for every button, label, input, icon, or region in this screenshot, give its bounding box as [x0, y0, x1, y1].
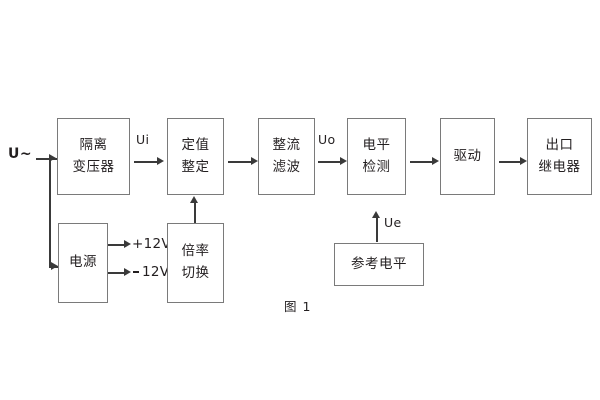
block-line-1: 整流 — [272, 136, 301, 153]
wire-setpoint-to-rectifier — [228, 161, 254, 163]
signal-label-uo: Uo — [318, 132, 336, 147]
block-drive[interactable]: 驱动 — [440, 118, 495, 195]
wire-multiplier-to-setpoint — [194, 201, 196, 223]
block-line-2: 变压器 — [72, 158, 115, 175]
figure-caption: 图 1 — [284, 299, 312, 314]
arrowhead-source-to-transformer — [49, 154, 56, 162]
block-line-2: 继电器 — [538, 158, 581, 175]
arrowhead-level-to-drive — [432, 157, 439, 165]
wire-transformer-to-setpoint — [134, 161, 160, 163]
block-rectifier-filter[interactable]: 整流 滤波 — [258, 118, 315, 195]
block-line-1: 电平 — [362, 136, 391, 153]
signal-label-ui: Ui — [136, 132, 150, 147]
block-setpoint-setting[interactable]: 定值 整定 — [167, 118, 224, 195]
block-level-detection[interactable]: 电平 检测 — [347, 118, 406, 195]
arrowhead-source-to-power — [51, 262, 58, 270]
source-stub-wire — [36, 158, 50, 160]
block-line-1: 定值 — [181, 136, 210, 153]
arrowhead-rail-negative — [124, 268, 131, 276]
arrowhead-setpoint-to-rectifier — [251, 157, 258, 165]
block-line-1: 倍率 — [181, 243, 210, 260]
arrowhead-rectifier-to-level — [340, 157, 347, 165]
arrowhead-drive-to-relay — [520, 157, 527, 165]
wire-reference-to-level — [376, 216, 378, 242]
wire-drive-to-relay — [499, 161, 523, 163]
wire-rectifier-to-level — [318, 161, 343, 163]
wire-rail-positive — [108, 244, 127, 246]
wire-source-to-transformer — [49, 158, 63, 160]
block-line-1: 电源 — [69, 254, 97, 271]
block-line-2: 切换 — [181, 265, 210, 281]
block-line-2: 整定 — [181, 158, 210, 175]
arrowhead-multiplier-to-setpoint — [190, 196, 198, 203]
source-bus-vertical — [49, 158, 51, 267]
wire-level-to-drive — [410, 161, 435, 163]
block-output-relay[interactable]: 出口 继电器 — [527, 118, 592, 195]
arrowhead-reference-to-level — [372, 211, 380, 218]
arrowhead-transformer-to-setpoint — [157, 157, 164, 165]
block-line-1: 驱动 — [453, 147, 482, 164]
block-line-1: 出口 — [545, 136, 574, 153]
power-rail-label-positive: +12V — [132, 236, 171, 252]
power-rail-label-negative: 12V — [142, 264, 170, 280]
block-reference-level[interactable]: 参考电平 — [334, 243, 424, 286]
block-line-2: 检测 — [362, 158, 391, 175]
block-line-2: 滤波 — [272, 158, 301, 175]
minus-sign-icon — [133, 271, 139, 273]
signal-label-ue: Ue — [384, 215, 402, 230]
block-power-supply[interactable]: 电源 — [58, 223, 108, 303]
source-label-u: U~ — [8, 146, 33, 162]
wire-rail-negative — [108, 272, 127, 274]
arrowhead-rail-positive — [124, 240, 131, 248]
block-isolation-transformer[interactable]: 隔离 变压器 — [57, 118, 130, 195]
block-multiplier-switch[interactable]: 倍率 切换 — [167, 223, 224, 303]
block-line-1: 隔离 — [79, 136, 108, 153]
block-line-1: 参考电平 — [351, 255, 407, 272]
